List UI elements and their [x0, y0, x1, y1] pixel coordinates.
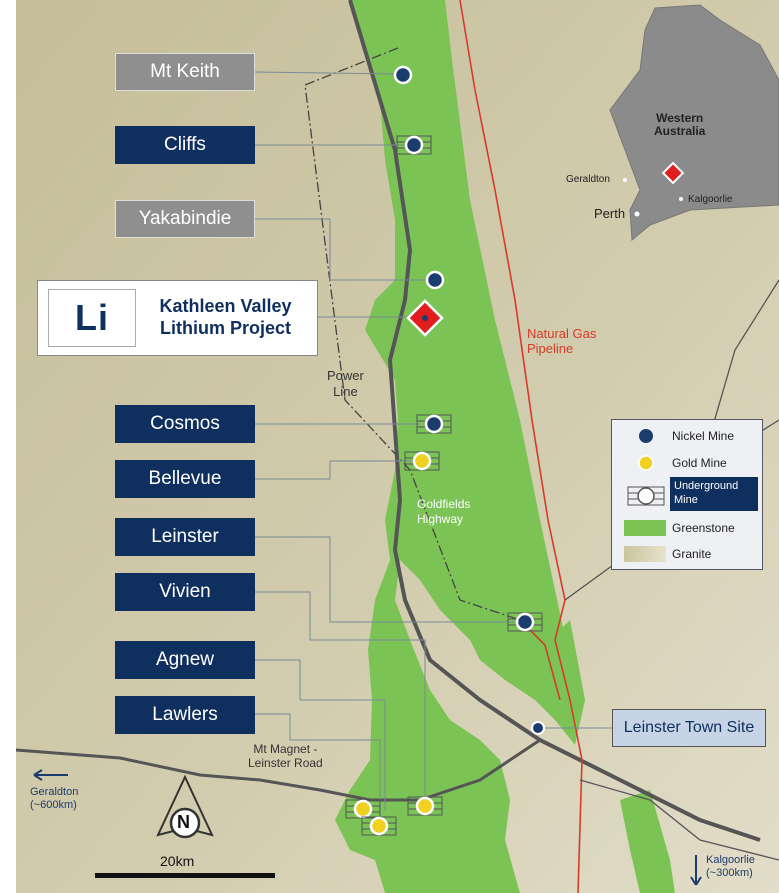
kalgoorlie-distance: Kalgoorlie (~300km) — [706, 854, 755, 880]
legend-underground-label-1: Underground — [674, 480, 739, 492]
nickel-marker-leinster-town — [531, 721, 545, 735]
label-cliffs: Cliffs — [115, 126, 255, 164]
inset-kalgoorlie: Kalgoorlie — [688, 194, 733, 205]
power-line-label-1: Power — [327, 368, 364, 383]
pipeline-label-1: Natural Gas — [527, 326, 597, 341]
inset-geraldton: Geraldton — [566, 174, 610, 185]
nickel-mine-markers — [393, 65, 545, 735]
underground-mine-markers — [345, 135, 543, 836]
label-leinster: Leinster — [115, 518, 255, 556]
geraldton-distance: Geraldton (~600km) — [30, 786, 78, 812]
label-leinster-town-site: Leinster Town Site — [612, 709, 766, 747]
pipeline-label: Natural Gas Pipeline — [527, 326, 596, 356]
kalgoorlie-distance-1: Kalgoorlie — [706, 854, 755, 866]
north-arrow-icon — [156, 774, 214, 839]
label-cosmos: Cosmos — [115, 405, 255, 443]
greenstone-south-strip — [620, 790, 675, 893]
label-bellevue: Bellevue — [115, 460, 255, 498]
inset-kalgoorlie-dot — [679, 197, 683, 201]
li-logo: Li — [48, 289, 136, 347]
road-south-east — [579, 779, 779, 861]
project-title: Kathleen Valley Lithium Project — [138, 295, 313, 339]
goldfields-highway — [348, 0, 761, 842]
inset-project-marker — [661, 161, 685, 185]
left-margin — [0, 0, 16, 893]
scale-bar — [95, 873, 275, 878]
legend-gold: Gold Mine — [612, 453, 762, 473]
project-box: Li Kathleen Valley Lithium Project — [37, 280, 318, 356]
power-line — [304, 47, 521, 621]
underground-marker-leinster — [507, 612, 543, 632]
legend-nickel-icon — [639, 429, 653, 443]
underground-marker-vivien — [407, 796, 443, 816]
geraldton-distance-1: Geraldton — [30, 786, 79, 798]
inset-geraldton-dot — [623, 178, 627, 182]
underground-marker-agnew — [345, 799, 381, 819]
wa-inset-map — [609, 4, 779, 242]
kalgoorlie-arrow-icon — [690, 855, 702, 886]
legend-nickel: Nickel Mine — [612, 426, 762, 446]
legend-greenstone-swatch — [624, 520, 666, 536]
nickel-marker-yakabindie — [425, 270, 445, 290]
project-marker — [406, 299, 444, 337]
legend-underground-label-2: Mine — [674, 494, 698, 506]
highway-label: Goldfields Highway — [417, 497, 470, 527]
project-title-line2: Lithium Project — [159, 318, 291, 338]
power-line-label-2: Line — [333, 384, 358, 399]
project-title-line1: Kathleen Valley — [159, 296, 292, 316]
legend-nickel-label: Nickel Mine — [672, 429, 735, 443]
legend-greenstone-label: Greenstone — [672, 521, 735, 535]
pipeline-label-2: Pipeline — [527, 341, 574, 356]
underground-marker-lawlers — [361, 816, 397, 836]
mt-magnet-leinster-road — [15, 738, 541, 802]
inset-perth: Perth — [594, 206, 626, 221]
nickel-marker-mt-keith — [393, 65, 413, 85]
highway-label-2: Highway — [417, 512, 464, 526]
label-agnew: Agnew — [115, 641, 255, 679]
legend-gold-label: Gold Mine — [672, 456, 727, 470]
legend-underground: Underground Mine — [612, 477, 762, 513]
legend-underground-icon — [627, 486, 665, 506]
inset-perth-dot — [634, 211, 640, 217]
underground-marker-cosmos — [416, 414, 452, 434]
inset-title-1: Western — [656, 111, 704, 125]
inset-title-2: Australia — [654, 124, 706, 138]
legend: Nickel Mine Gold Mine Underground Mine G… — [611, 419, 763, 570]
highway-label-1: Goldfields — [417, 497, 471, 511]
kalgoorlie-distance-2: (~300km) — [706, 867, 753, 879]
label-mt-keith: Mt Keith — [115, 53, 255, 91]
label-yakabindie: Yakabindie — [115, 200, 255, 238]
road-label: Mt Magnet - Leinster Road — [248, 742, 323, 770]
legend-greenstone: Greenstone — [612, 518, 762, 538]
gas-pipeline — [459, 0, 583, 893]
li-logo-text: Li — [75, 297, 109, 338]
scale-label: 20km — [160, 853, 195, 869]
north-letter: N — [177, 812, 190, 832]
underground-marker-cliffs — [396, 135, 432, 155]
label-vivien: Vivien — [115, 573, 255, 611]
road-label-2: Leinster Road — [248, 756, 323, 770]
geraldton-distance-2: (~600km) — [30, 799, 77, 811]
legend-gold-icon — [638, 455, 654, 471]
underground-marker-bellevue — [404, 451, 440, 471]
greenstone-belt — [335, 0, 578, 893]
inset-title: Western Australia — [654, 112, 705, 138]
road-label-1: Mt Magnet - — [253, 742, 318, 756]
label-lawlers: Lawlers — [115, 696, 255, 734]
leader-lines — [254, 71, 612, 825]
power-line-label: Power Line — [327, 368, 364, 400]
legend-underground-label: Underground Mine — [670, 477, 758, 511]
legend-granite-swatch — [624, 546, 666, 562]
legend-granite: Granite — [612, 544, 762, 564]
legend-granite-label: Granite — [672, 547, 712, 561]
geraldton-arrow-icon — [33, 769, 68, 781]
greenstone-east — [540, 620, 585, 745]
